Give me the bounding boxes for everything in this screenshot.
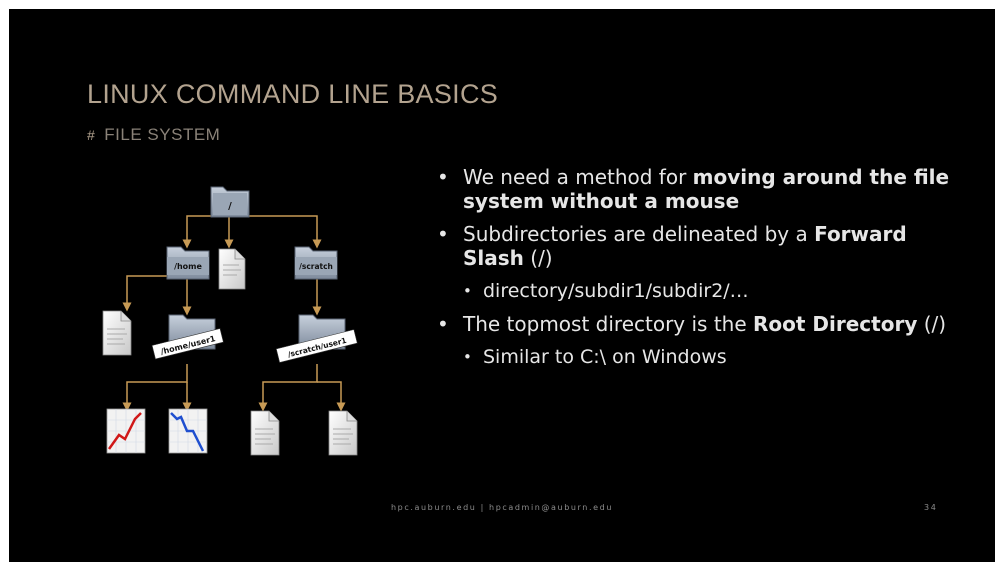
sub-bullet-text: directory/subdir1/subdir2/… [483,280,749,302]
scratch-user1-folder-icon: /scratch/user1 [275,314,358,363]
line-chart-down-icon [168,408,208,454]
bullet-item: Subdirectories are delineated by a Forwa… [431,222,951,270]
home-folder-label: /home [174,262,202,271]
bullet-item: We need a method for moving around the f… [431,165,951,213]
sub-bullet-text: Similar to C:\ on Windows [483,346,727,368]
subtitle-text: FILE SYSTEM [104,125,221,144]
scratch-folder-icon: /scratch [294,246,338,280]
slide: LINUX COMMAND LINE BASICS # FILE SYSTEM [9,9,995,562]
slide-title: LINUX COMMAND LINE BASICS [87,79,499,109]
bullet-text: We need a method for [463,165,693,189]
sub-bullet-item: Similar to C:\ on Windows [431,345,951,369]
bullet-list: We need a method for moving around the f… [431,165,951,378]
bullet-text: Subdirectories are delineated by a [463,222,815,246]
home-user1-folder-icon: /home/user1 [151,314,224,360]
bullet-text: (/) [523,246,553,270]
document-icon [328,410,358,456]
subtitle-hash-marker: # [87,127,96,143]
root-folder-label: / [228,201,232,212]
document-icon [218,248,246,290]
bullet-item: The topmost directory is the Root Direct… [431,312,951,336]
scratch-folder-label: /scratch [299,262,333,271]
page-number: 34 [924,503,938,512]
document-icon [102,310,132,356]
home-folder-icon: /home [166,246,210,280]
bullet-text: (/) [917,312,947,336]
bullet-bold-text: Root Directory [753,312,918,336]
root-folder-icon: / [210,186,250,218]
bullet-bold-text: Forward Slash [463,222,907,270]
slide-subtitle: # FILE SYSTEM [87,125,220,145]
document-icon [250,410,280,456]
connector-lines [122,211,346,412]
footer-contact: hpc.auburn.edu | hpcadmin@auburn.edu [391,503,613,512]
file-system-diagram: / /home /scratch [102,186,358,456]
bullet-text: The topmost directory is the [463,312,754,336]
bullet-bold-text: moving around the file system without a … [463,165,950,213]
sub-bullet-item: directory/subdir1/subdir2/… [431,279,951,303]
line-chart-up-icon [106,408,146,454]
